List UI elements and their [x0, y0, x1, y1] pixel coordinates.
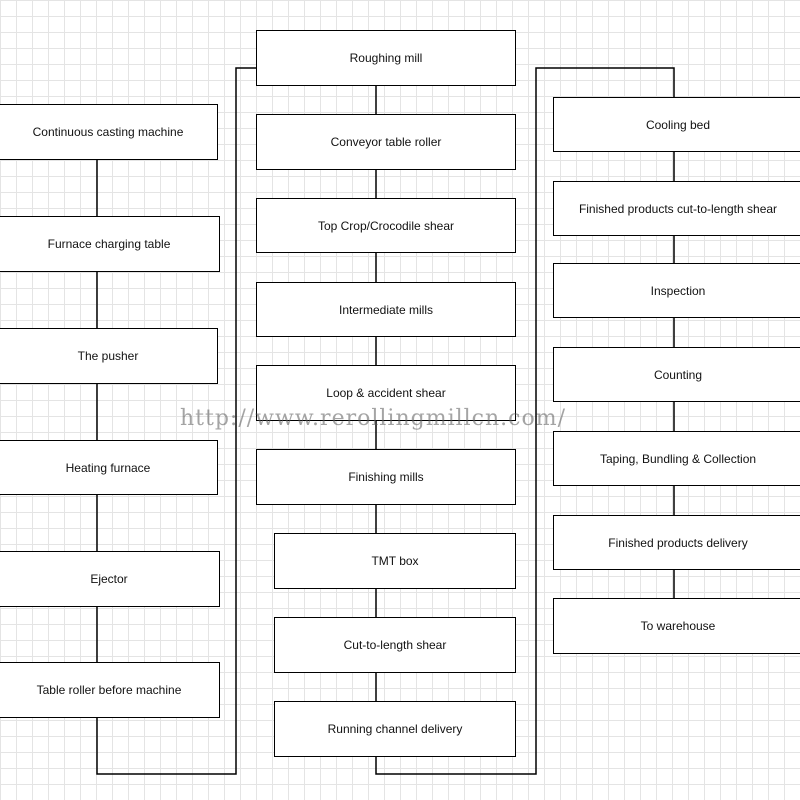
box-furnace-charging-table: Furnace charging table: [0, 216, 220, 272]
box-cut-to-length-shear: Cut-to-length shear: [274, 617, 516, 673]
box-tmt-box: TMT box: [274, 533, 516, 589]
box-taping-bundling-collection: Taping, Bundling & Collection: [553, 431, 800, 486]
box-the-pusher: The pusher: [0, 328, 218, 384]
box-to-warehouse: To warehouse: [553, 598, 800, 654]
box-finished-products-cut-to-length-shear: Finished products cut-to-length shear: [553, 181, 800, 236]
box-conveyor-table-roller: Conveyor table roller: [256, 114, 516, 170]
box-intermediate-mills: Intermediate mills: [256, 282, 516, 337]
box-loop-accident-shear: Loop & accident shear: [256, 365, 516, 421]
box-finished-products-delivery: Finished products delivery: [553, 515, 800, 570]
box-heating-furnace: Heating furnace: [0, 440, 218, 495]
box-roughing-mill: Roughing mill: [256, 30, 516, 86]
box-top-crop-crocodile-shear: Top Crop/Crocodile shear: [256, 198, 516, 253]
box-table-roller-before-machine: Table roller before machine: [0, 662, 220, 718]
box-ejector: Ejector: [0, 551, 220, 607]
watermark-url: http://www.rerollingmillcn.com/: [180, 406, 566, 431]
box-continuous-casting-machine: Continuous casting machine: [0, 104, 218, 160]
box-counting: Counting: [553, 347, 800, 402]
box-inspection: Inspection: [553, 263, 800, 318]
box-finishing-mills: Finishing mills: [256, 449, 516, 505]
box-running-channel-delivery: Running channel delivery: [274, 701, 516, 757]
box-cooling-bed: Cooling bed: [553, 97, 800, 152]
